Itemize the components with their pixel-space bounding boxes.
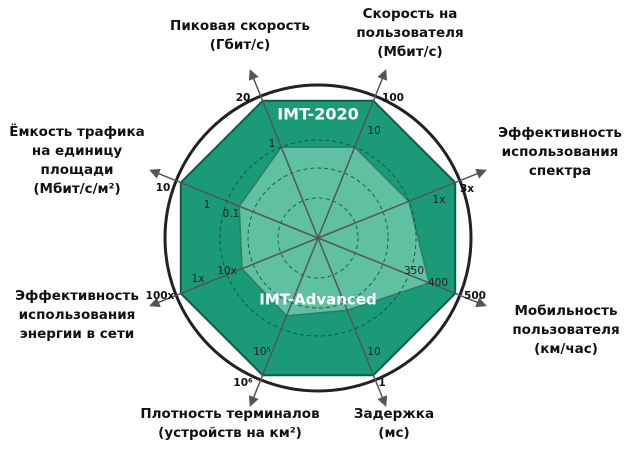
grid-circle — [247, 167, 389, 309]
axis-label-line: Скорость на — [363, 6, 458, 22]
axis-label-traffic: Ёмкость трафика на единицу площади (Мбит/с/… — [9, 123, 144, 197]
axis-label-latency: Задержка (мс) — [354, 406, 434, 441]
axis-label-line: спектра — [529, 163, 591, 179]
tick-advanced-user: 10 — [367, 125, 380, 137]
axis-label-line: Эффективность — [15, 288, 139, 304]
axis-label-line: энергии в сети — [20, 326, 135, 342]
tick-advanced-traffic: 0.1 — [223, 208, 240, 220]
tick-imt2020-mobility: 500 — [464, 290, 486, 302]
axis-label-line: (Мбит/с) — [377, 44, 442, 60]
axis-label-line: Эффективность — [498, 125, 622, 141]
axis-label-mobility: Мобильность пользователя (км/час) — [512, 303, 619, 357]
axis-label-line: (Гбит/с) — [210, 37, 271, 53]
series-title-imt2020: IMT-2020 — [277, 105, 359, 124]
axis-label-line: (мс) — [378, 425, 409, 441]
axis-label-line: пользователя — [512, 322, 619, 338]
tick-imt2020-traffic: 10 — [156, 182, 171, 194]
axis-label-line: Ёмкость трафика — [9, 123, 144, 140]
axis-label-line: площади — [41, 162, 114, 178]
series-title-imt-advanced: IMT-Advanced — [259, 291, 377, 309]
grid-circle — [219, 139, 417, 337]
axis-user — [317, 69, 388, 239]
axis-label-spectrum: Эффективность использования спектра — [498, 125, 622, 179]
axis-energy — [149, 237, 319, 308]
axis-traffic — [149, 168, 319, 239]
axis-label-energy: Эффективность использования энергии в сети — [15, 288, 139, 342]
tick-imt2020-peak: 20 — [236, 92, 251, 104]
axis-label-line: Мобильность — [515, 303, 618, 319]
axis-label-line: использования — [19, 307, 136, 323]
tick-advanced-extra-energy: 10x — [217, 265, 237, 277]
axis-latency — [317, 237, 388, 407]
outer-ring — [163, 83, 473, 393]
tick-imt2020-energy: 100x — [146, 290, 175, 302]
axis-label-peak: Пиковая скорость (Гбит/с) — [170, 18, 310, 53]
tick-advanced-density: 10⁵ — [253, 346, 271, 358]
tick-advanced-spectrum: 1x — [433, 194, 446, 206]
axis-label-line: использования — [502, 144, 619, 160]
tick-imt2020-spectrum: 3x — [460, 183, 474, 195]
axis-peak — [248, 69, 319, 239]
axis-mobility — [317, 237, 487, 308]
tick-imt2020-user: 100 — [382, 92, 404, 104]
tick-imt2020-latency: 1 — [378, 377, 385, 389]
tick-advanced-mobility: 350 — [404, 265, 424, 277]
axis-label-line: пользователя — [356, 25, 463, 41]
axis-label-line: Задержка — [354, 406, 434, 422]
axis-label-line: (Мбит/с/м²) — [33, 181, 120, 197]
axis-label-line: на единицу — [32, 143, 122, 159]
tick-advanced-extra-traffic: 1 — [204, 199, 211, 211]
axis-label-line: (устройств на км²) — [158, 425, 302, 441]
tick-advanced-energy: 1x — [192, 273, 205, 285]
axis-label-line: (км/час) — [534, 341, 598, 357]
tick-imt2020-density: 10⁶ — [233, 377, 253, 389]
tick-advanced-extra-mobility: 400 — [428, 277, 448, 289]
grid-circle — [277, 197, 359, 279]
tick-advanced-latency: 10 — [367, 346, 380, 358]
axis-label-user: Скорость на пользователя (Мбит/с) — [356, 6, 463, 60]
axis-spectrum — [317, 168, 487, 239]
axis-density — [248, 237, 319, 407]
axis-label-line: Плотность терминалов — [140, 406, 319, 422]
axis-label-density: Плотность терминалов (устройств на км²) — [140, 406, 319, 441]
axis-label-line: Пиковая скорость — [170, 18, 310, 34]
tick-advanced-peak: 1 — [269, 138, 276, 150]
